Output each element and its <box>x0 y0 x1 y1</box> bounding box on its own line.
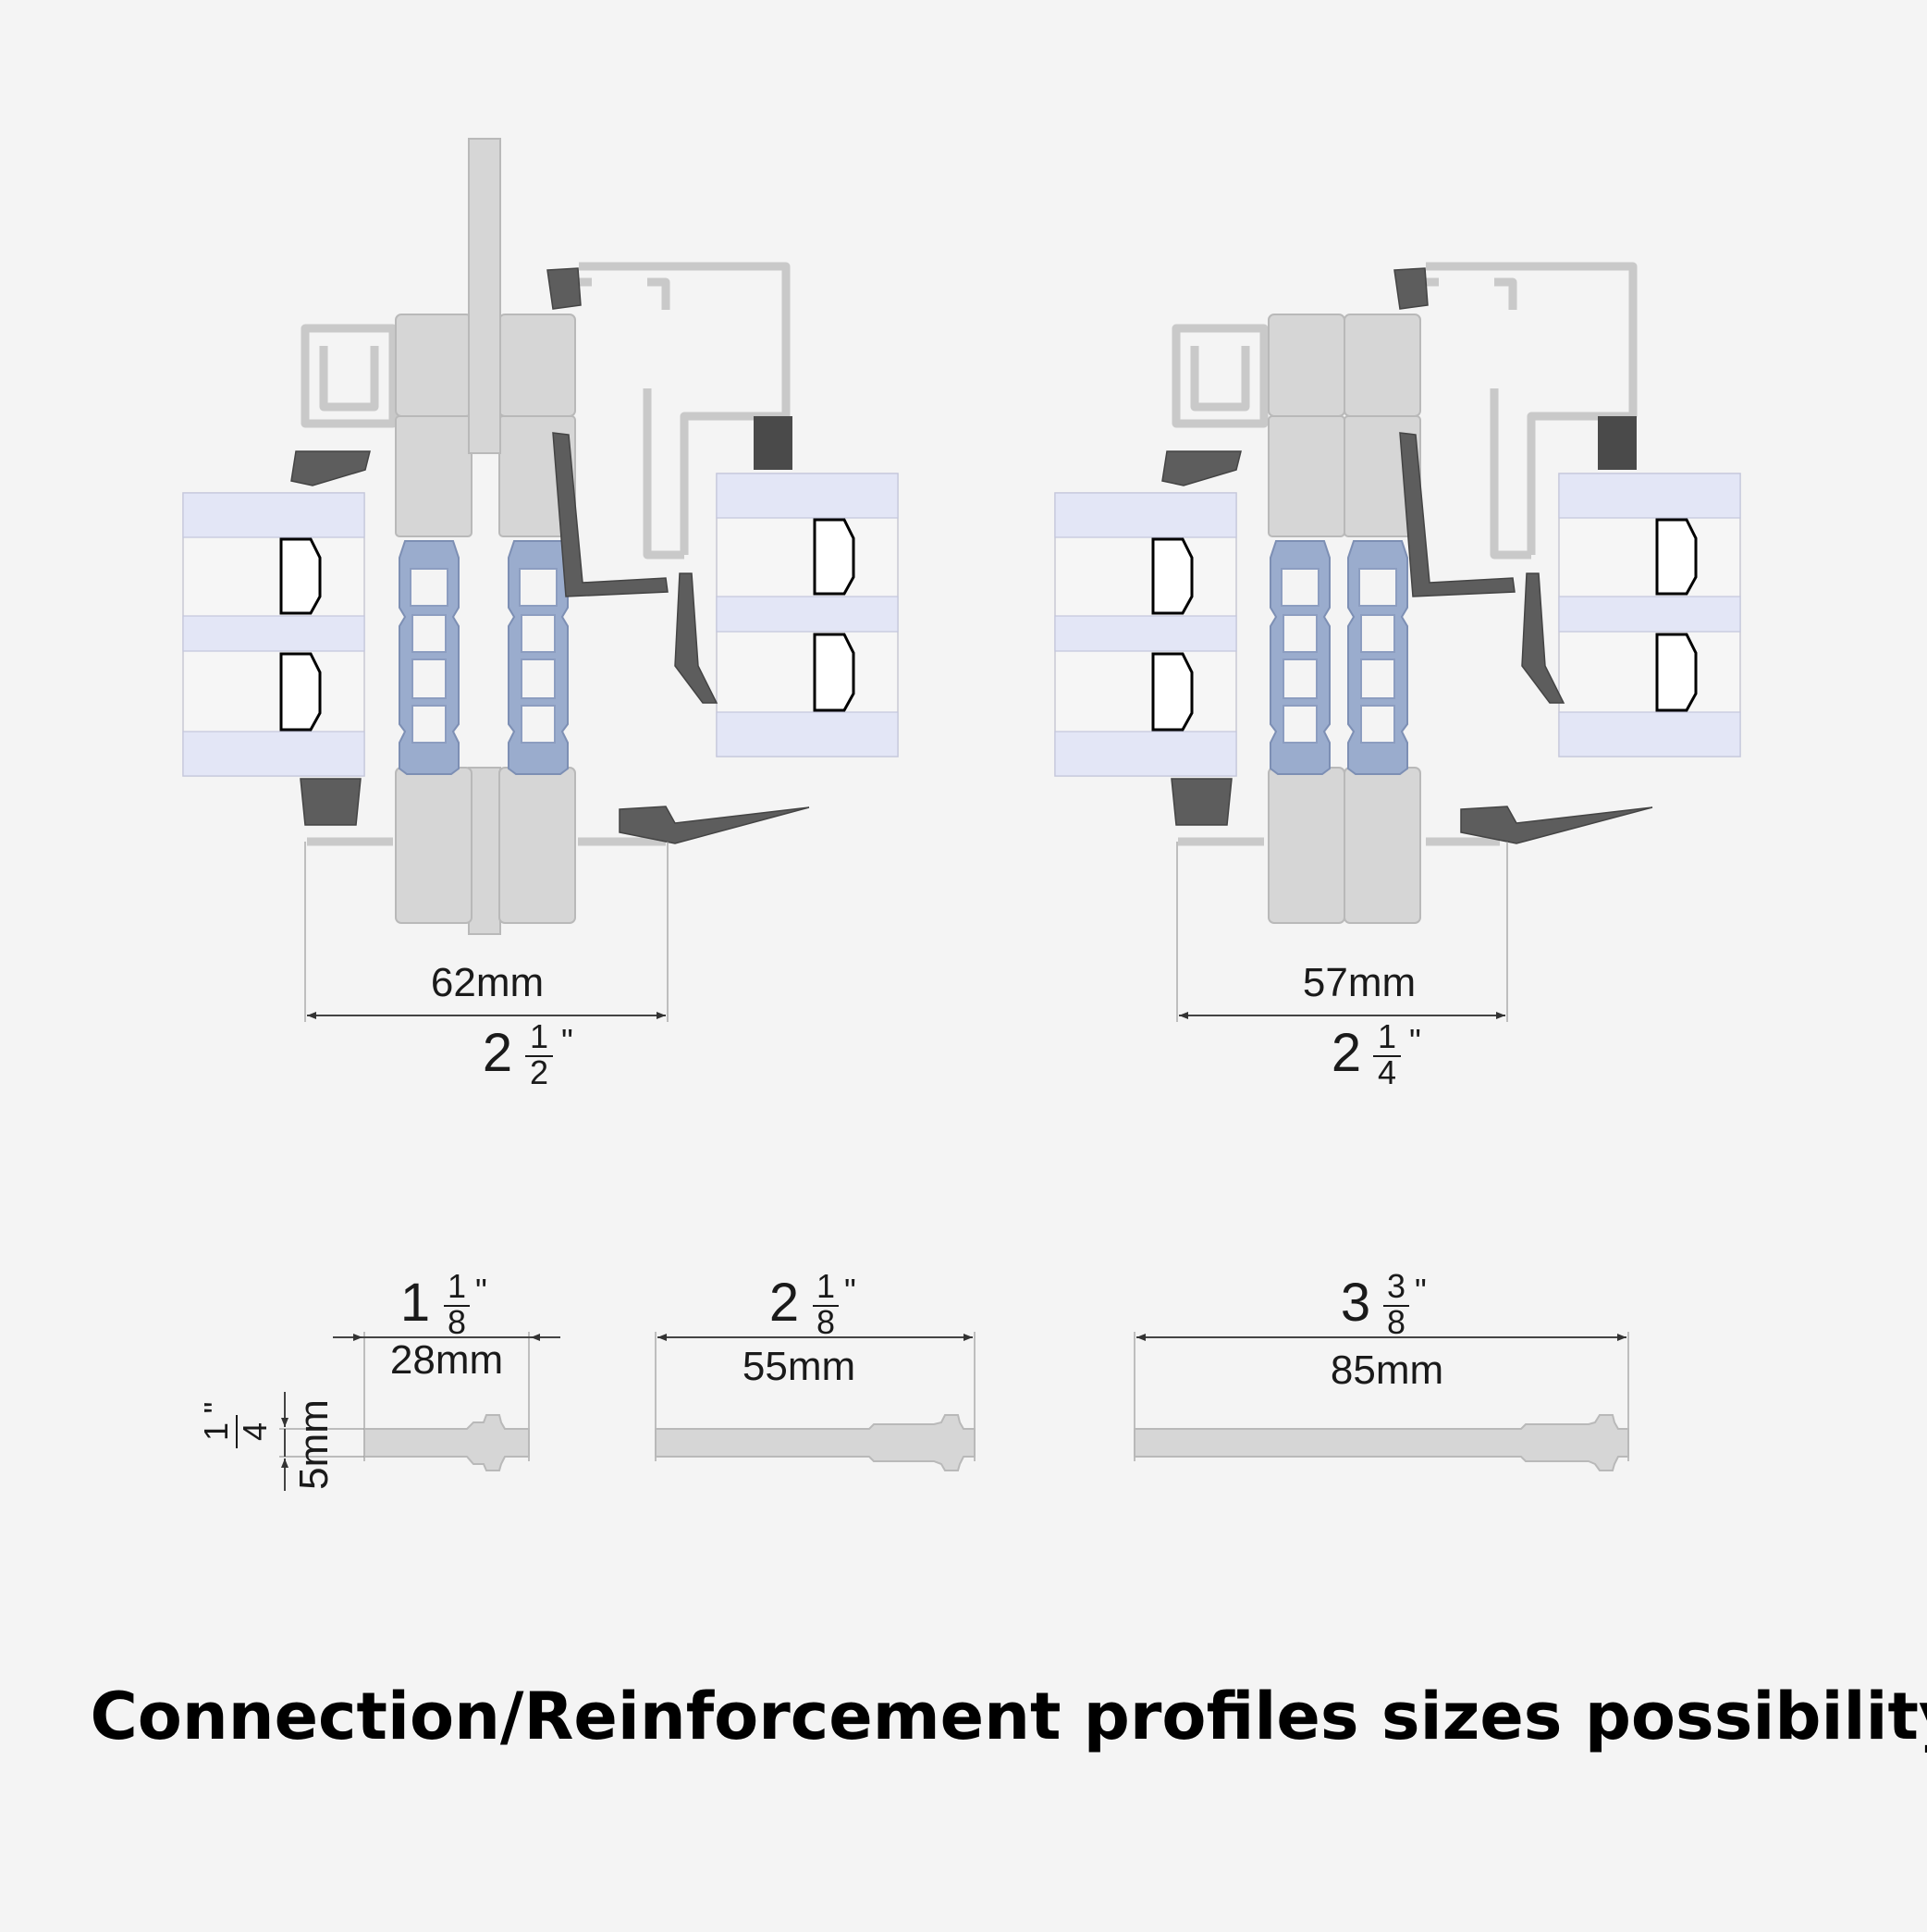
profile-85mm-inch-mark: " <box>1415 1272 1427 1310</box>
dimension-62mm-inch-den: 2 <box>530 1053 548 1091</box>
profile-55mm-inch-den: 8 <box>816 1303 835 1341</box>
profile-28mm-inch-mark: " <box>475 1272 487 1310</box>
thickness-inch-mark: " <box>197 1402 235 1414</box>
profile-55mm-label: 55mm <box>743 1344 855 1389</box>
glass-unit-right-a <box>715 472 900 758</box>
diagram-caption: Connection/Reinforcement profiles sizes … <box>90 1679 1927 1754</box>
dimension-57mm-label: 57mm <box>1303 960 1416 1005</box>
thickness-inch-num: 1 <box>197 1422 235 1441</box>
profile-55mm-inch-whole: 2 <box>769 1273 799 1333</box>
reinforcement-profile-b1 <box>1270 540 1331 775</box>
profile-55mm-inch-mark: " <box>844 1272 856 1310</box>
reinforcement-profile-a1 <box>399 540 460 775</box>
profile-85mm-label: 85mm <box>1331 1347 1443 1393</box>
profile-bar-55mm <box>655 1414 976 1471</box>
profile-28mm-inch-den: 8 <box>448 1303 466 1341</box>
connection-profile-28mm: 1 1 8 " 28mm <box>333 1267 560 1471</box>
profile-28mm-inch-num: 1 <box>448 1267 466 1305</box>
connection-profile-85mm: 3 3 8 " 85mm <box>1134 1267 1629 1471</box>
reinforcement-profile-a2 <box>508 540 569 775</box>
glass-unit-left-a <box>181 491 366 778</box>
profile-85mm-inch-whole: 3 <box>1341 1273 1370 1333</box>
thickness-5mm-label: 5mm <box>291 1399 337 1490</box>
dark-seal-block-a <box>754 416 792 470</box>
connection-profile-55mm: 2 1 8 " 55mm <box>655 1267 976 1471</box>
dimension-57mm-inch-whole: 2 <box>1332 1023 1361 1083</box>
profile-55mm-inch-num: 1 <box>816 1267 835 1305</box>
profile-bar-28mm <box>363 1414 530 1471</box>
profile-28mm-label: 28mm <box>390 1337 503 1383</box>
dimension-57mm-inch-num: 1 <box>1378 1017 1396 1055</box>
dimension-62mm-label: 62mm <box>431 960 544 1005</box>
dimension-62mm-inch-mark: " <box>561 1022 573 1060</box>
dimension-62mm-inch-whole: 2 <box>483 1023 512 1083</box>
thickness-dimension: 5mm 1 4 " <box>197 1392 364 1491</box>
dimension-57mm-inch-mark: " <box>1409 1022 1421 1060</box>
glass-unit-left-b <box>1053 491 1238 778</box>
profile-bar-85mm <box>1134 1414 1629 1471</box>
dimension-57mm-inch-den: 4 <box>1378 1053 1396 1091</box>
profile-28mm-inch-whole: 1 <box>400 1273 430 1333</box>
profile-85mm-inch-num: 3 <box>1387 1267 1405 1305</box>
glass-unit-right-b <box>1557 472 1742 758</box>
section-62mm: 62mm 2 1 2 " <box>181 139 900 1091</box>
profile-85mm-inch-den: 8 <box>1387 1303 1405 1341</box>
section-57mm: 57mm 2 1 4 " <box>1053 262 1742 1091</box>
reinforcement-profile-b2 <box>1347 540 1408 775</box>
thickness-inch-den: 4 <box>236 1422 274 1441</box>
dimension-62mm-inch-num: 1 <box>530 1017 548 1055</box>
dark-seal-block-b <box>1598 416 1637 470</box>
